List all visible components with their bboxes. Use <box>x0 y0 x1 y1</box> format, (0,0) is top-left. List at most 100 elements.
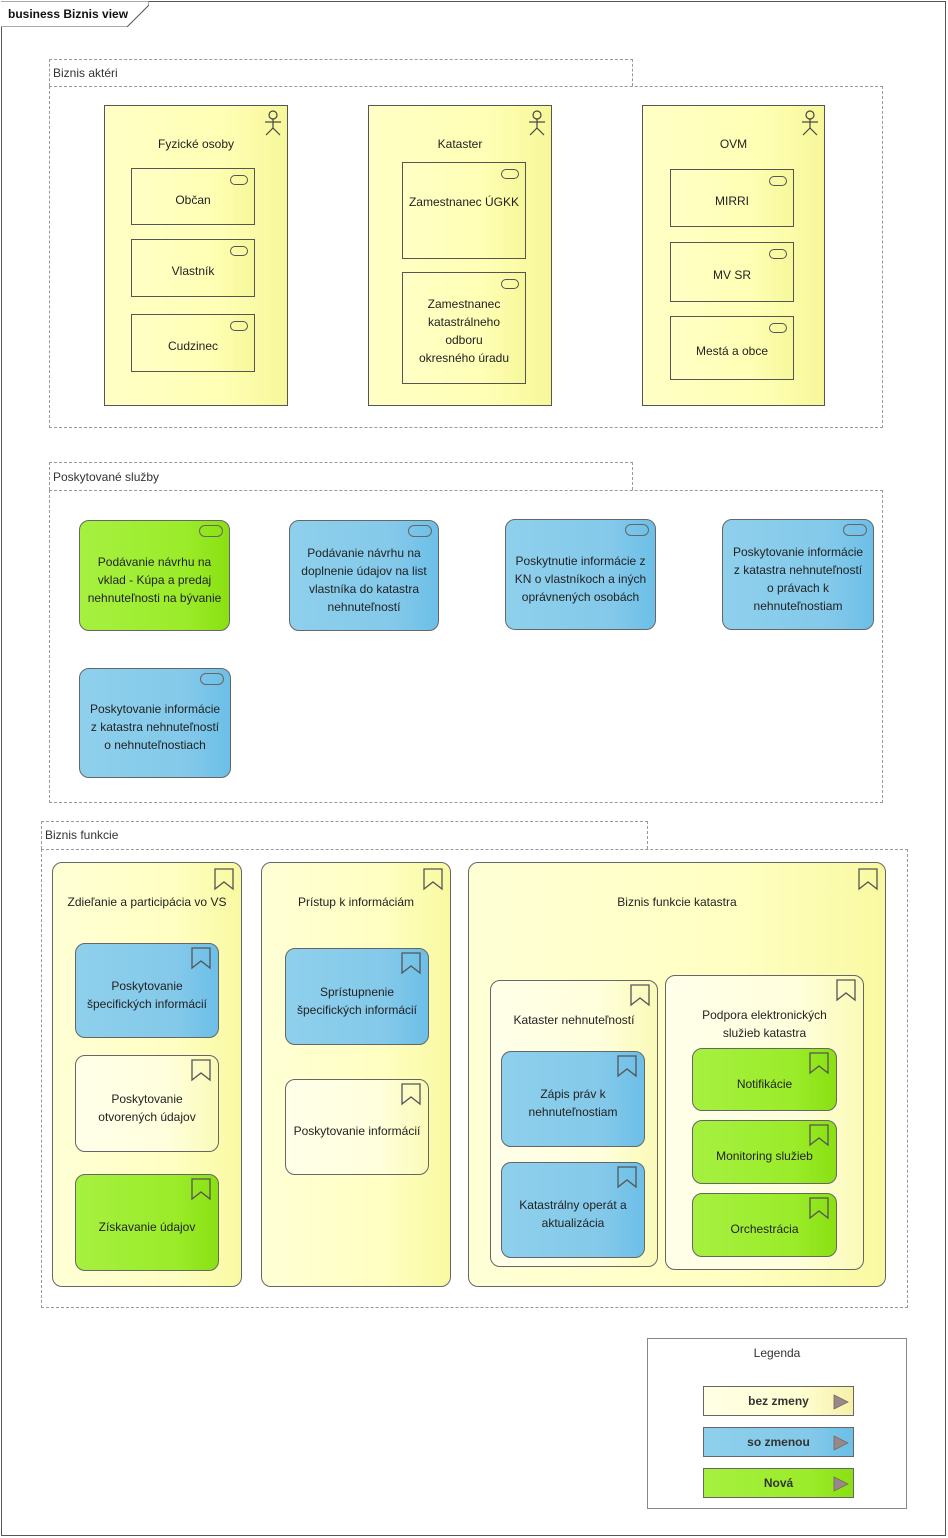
bookmark-icon <box>809 1052 829 1075</box>
service-poskytovanie-informacie-o-nehnutelnostiach[interactable]: Poskytovanie informácie z katastra nehnu… <box>79 668 231 778</box>
legend-title: Legenda <box>753 1346 801 1360</box>
legend: Legenda bez zmeny so zmenou Nová <box>647 1338 907 1509</box>
bookmark-icon <box>809 1197 829 1220</box>
bookmark-icon <box>617 1166 637 1189</box>
function-spristupnenie-specifickych-informacii[interactable]: Sprístupnenie špecifických informácií <box>285 948 429 1045</box>
function-label: Poskytovanie otvorených údajov <box>98 1091 196 1124</box>
functions-group[interactable] <box>41 849 908 1308</box>
function-poskytovanie-specifickych-informacii[interactable]: Poskytovanie špecifických informácií <box>75 943 219 1038</box>
function-orchestracia[interactable]: Orchestrácia <box>692 1193 837 1257</box>
service-podavanie-navrhu-na-doplnenie[interactable]: Podávanie návrhu na doplnenie údajov na … <box>289 520 439 631</box>
actor-fyzicke-osoby[interactable]: Fyzické osoby Občan Vlastník Cudzinec <box>104 105 288 406</box>
role-cylinder-icon <box>230 175 248 185</box>
service-podavanie-navrhu-na-vklad[interactable]: Podávanie návrhu na vklad - Kúpa a preda… <box>79 520 230 631</box>
role-cylinder-icon <box>769 176 787 186</box>
actors-group-tab <box>49 59 633 86</box>
triangle-arrow-icon <box>833 1394 849 1410</box>
service-label: Poskytnutie informácie z KN o vlastníkoc… <box>514 553 647 604</box>
function-title: Zdieľanie a participácia vo VS <box>67 895 227 909</box>
role-zamestnanec-katastralneho-odboru[interactable]: Zamestnanec katastrálneho odboru okresné… <box>402 272 526 384</box>
function-title: Kataster nehnuteľností <box>513 1013 635 1027</box>
actors-group-label: Biznis aktéri <box>53 66 118 80</box>
role-zamestnanec-ugkk[interactable]: Zamestnanec ÚGKK <box>402 162 526 259</box>
actor-ovm[interactable]: OVM MIRRI MV SR Mestá a obce <box>642 105 825 406</box>
function-poskytovanie-otvorenych-udajov[interactable]: Poskytovanie otvorených údajov <box>75 1055 219 1152</box>
role-cylinder-icon <box>230 321 248 331</box>
actor-title: Kataster <box>437 137 483 151</box>
bookmark-icon <box>617 1055 637 1078</box>
function-zapis-prav-k-nehnutelnostiam[interactable]: Zápis práv k nehnuteľnostiam <box>501 1051 645 1147</box>
role-label: Zamestnanec katastrálneho odboru okresné… <box>418 297 510 365</box>
function-label: Poskytovanie informácií <box>293 1124 421 1138</box>
function-notifikacie[interactable]: Notifikácie <box>692 1048 837 1111</box>
legend-label: bez zmeny <box>748 1394 809 1408</box>
role-label: MV SR <box>712 268 751 282</box>
function-pristup-k-informaciam[interactable]: Prístup k informáciám <box>261 862 451 1287</box>
function-title: Podpora elektronických služieb katastra <box>702 1008 827 1040</box>
function-poskytovanie-informacii[interactable]: Poskytovanie informácií <box>285 1079 429 1175</box>
bookmark-icon <box>191 1059 211 1082</box>
service-capsule-icon <box>199 525 223 537</box>
actor-kataster[interactable]: Kataster Zamestnanec ÚGKK Zamestnanec ka… <box>368 105 552 406</box>
role-label: Vlastník <box>171 264 215 278</box>
legend-label: Nová <box>763 1476 794 1490</box>
bookmark-icon <box>423 868 443 891</box>
function-label: Sprístupnenie špecifických informácií <box>296 984 418 1017</box>
service-label: Poskytovanie informácie z katastra nehnu… <box>89 702 221 752</box>
function-monitoring-sluzieb[interactable]: Monitoring služieb <box>692 1120 837 1184</box>
role-cudzinec[interactable]: Cudzinec <box>131 314 255 372</box>
legend-item-nova: Nová <box>703 1468 854 1498</box>
role-mirri[interactable]: MIRRI <box>670 169 794 227</box>
bookmark-icon <box>214 868 234 891</box>
service-label: Poskytovanie informácie z katastra nehnu… <box>732 544 864 613</box>
triangle-arrow-icon <box>833 1476 849 1492</box>
bookmark-icon <box>809 1124 829 1147</box>
legend-label: so zmenou <box>747 1435 810 1449</box>
function-label: Notifikácie <box>736 1076 793 1091</box>
bookmark-icon <box>630 984 650 1007</box>
function-ziskavanie-udajov[interactable]: Získavanie údajov <box>75 1174 219 1271</box>
function-katastralny-operat-a-aktualizacia[interactable]: Katastrálny operát a aktualizácia <box>501 1162 645 1258</box>
stick-figure-icon <box>529 110 545 136</box>
role-obcan[interactable]: Občan <box>131 168 255 225</box>
role-cylinder-icon <box>501 279 519 289</box>
function-label: Katastrálny operát a aktualizácia <box>519 1198 627 1230</box>
stick-figure-icon <box>802 110 818 136</box>
triangle-arrow-icon <box>833 1435 849 1451</box>
role-label: MIRRI <box>715 194 749 208</box>
bookmark-icon <box>401 1083 421 1106</box>
function-title: Prístup k informáciám <box>297 895 415 909</box>
role-cylinder-icon <box>501 169 519 179</box>
function-title: Biznis funkcie katastra <box>617 895 737 909</box>
services-group-label: Poskytované služby <box>53 470 160 484</box>
actor-title: Fyzické osoby <box>157 137 235 151</box>
legend-item-bez-zmeny: bez zmeny <box>703 1386 854 1416</box>
service-capsule-icon <box>843 524 867 536</box>
bookmark-icon <box>836 979 856 1002</box>
service-poskytovanie-informacie-o-pravach[interactable]: Poskytovanie informácie z katastra nehnu… <box>722 519 874 630</box>
service-label: Podávanie návrhu na doplnenie údajov na … <box>301 545 427 614</box>
service-label: Podávanie návrhu na vklad - Kúpa a preda… <box>87 554 222 605</box>
legend-item-so-zmenou: so zmenou <box>703 1427 854 1457</box>
role-mesta-a-obce[interactable]: Mestá a obce <box>670 316 794 380</box>
role-cylinder-icon <box>769 323 787 333</box>
bookmark-icon <box>191 947 211 970</box>
role-label: Cudzinec <box>167 339 219 353</box>
function-label: Orchestrácia <box>730 1222 799 1236</box>
role-vlastnik[interactable]: Vlastník <box>131 239 255 297</box>
role-label: Občan <box>175 192 211 207</box>
role-label: Zamestnanec ÚGKK <box>408 195 520 209</box>
actors-group[interactable] <box>49 86 883 428</box>
function-label: Poskytovanie špecifických informácií <box>86 978 208 1011</box>
role-mv-sr[interactable]: MV SR <box>670 242 794 302</box>
services-group[interactable] <box>49 490 883 803</box>
role-cylinder-icon <box>769 249 787 259</box>
service-poskytnutie-informacie-o-vlastnikoch[interactable]: Poskytnutie informácie z KN o vlastníkoc… <box>505 519 656 630</box>
role-label: Mestá a obce <box>695 344 769 358</box>
services-group-tab <box>49 462 633 490</box>
function-label: Zápis práv k nehnuteľnostiam <box>528 1087 618 1119</box>
diagram-title: business Biznis view <box>8 7 129 21</box>
bookmark-icon <box>401 952 421 975</box>
stick-figure-icon <box>265 110 281 136</box>
